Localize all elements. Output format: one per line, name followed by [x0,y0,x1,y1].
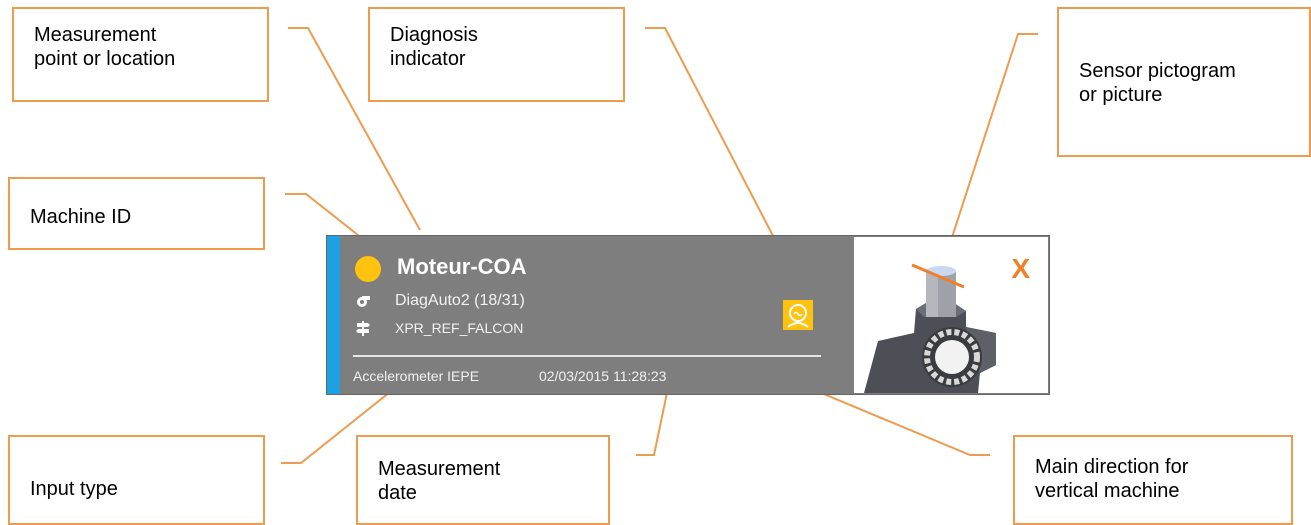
leader-input-type [281,391,391,464]
card-divider [353,355,821,357]
callout-text-line: or picture [1079,84,1163,106]
signpost-icon [355,320,371,336]
callout-main-direction: Main direction for vertical machine [1013,435,1293,525]
callout-text-line: Main direction for [1035,456,1189,478]
callout-measurement-date: Measurement date [356,435,610,525]
callout-machine-id: Machine ID [8,177,265,250]
sensor-pictogram [864,263,996,393]
route-row: XPR_REF_FALCON [355,320,523,336]
leader-diagnosis [645,27,798,283]
route-name: XPR_REF_FALCON [395,320,524,336]
leader-sensor [943,33,1038,263]
measurement-card[interactable]: Moteur-COA DiagAuto2 (18/31) XPR_REF_FAL… [326,235,1050,395]
card-accent-stripe [327,236,340,394]
callout-text-line: indicator [390,48,466,70]
machine-icon [355,293,371,309]
status-dot-icon [355,256,381,282]
leader-date [636,387,669,456]
callout-text-line: Measurement [34,24,157,46]
callout-text-line: date [378,482,417,504]
callout-input-type: Input type [8,435,265,525]
input-type-text: Accelerometer IEPE [353,368,480,384]
callout-diagnosis-indicator: Diagnosis indicator [368,7,625,102]
callout-text-line: Measurement [378,458,501,480]
direction-x-label: X [1011,253,1030,284]
measurement-date-text: 02/03/2015 11:28:23 [539,368,667,384]
callout-text-line: Input type [30,478,118,500]
callout-sensor-pictogram: Sensor pictogram or picture [1057,7,1311,157]
callout-text-line: point or location [34,48,176,70]
callout-text-line: Machine ID [30,206,132,228]
machine-row: DiagAuto2 (18/31) [355,292,525,310]
callout-text-line: vertical machine [1035,480,1180,502]
callout-text-line: Diagnosis [390,24,478,46]
sensor-picture: X [854,237,1048,393]
leader-direction [782,376,990,456]
measurement-point-title: Moteur-COA [397,254,527,279]
callout-measurement-point: Measurement point or location [12,7,269,102]
callout-text-line: Sensor pictogram [1079,60,1236,82]
leader-measurement-point [288,27,421,231]
machine-id: DiagAuto2 (18/31) [395,292,525,309]
diagnosis-indicator-icon[interactable] [783,300,813,330]
